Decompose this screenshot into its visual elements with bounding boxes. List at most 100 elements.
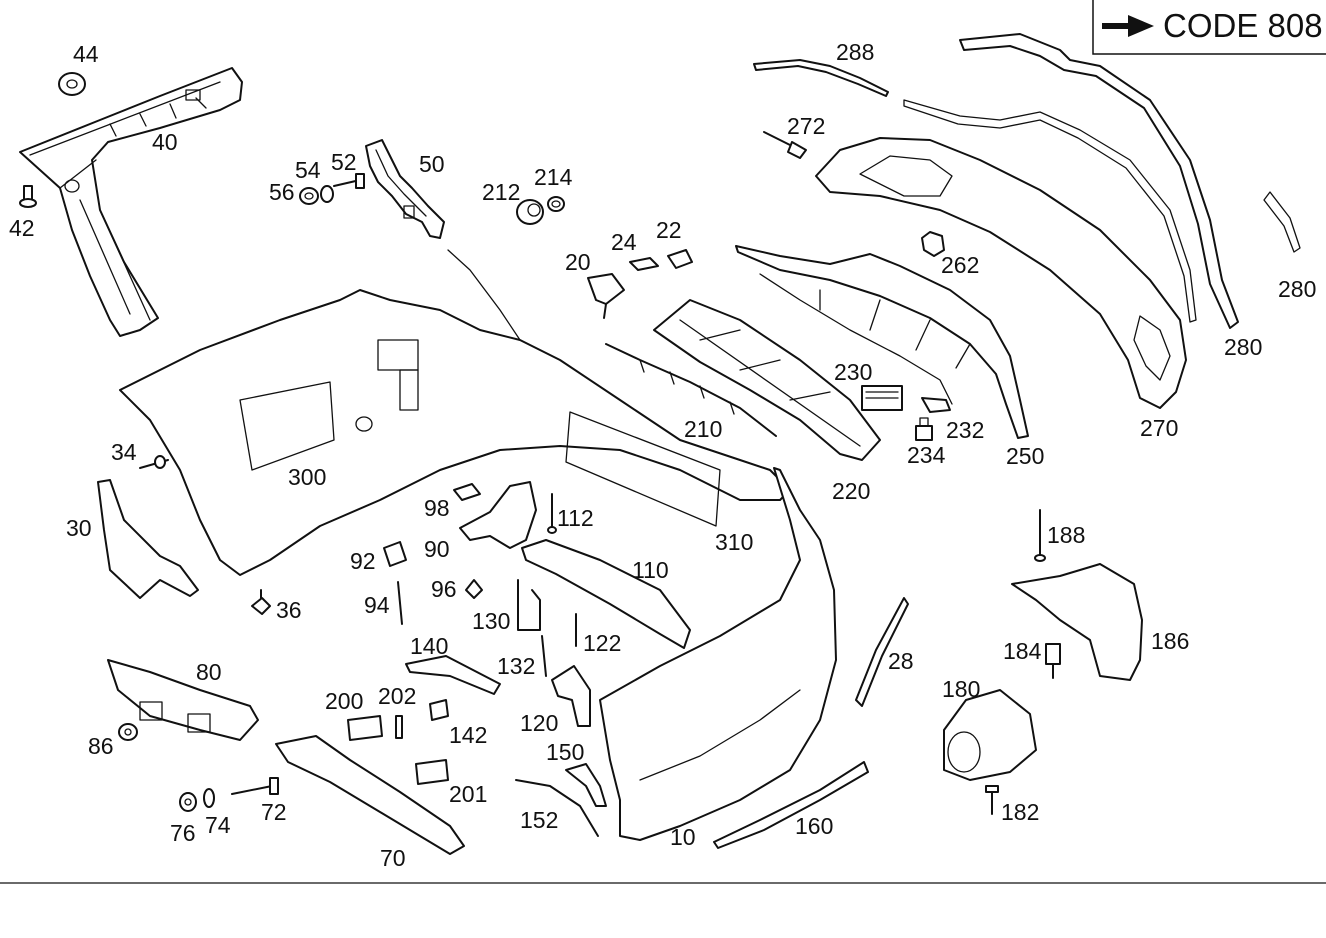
part-label-110: 110 xyxy=(632,557,669,583)
part-label-56: 56 xyxy=(269,179,295,205)
part-220-drawing xyxy=(653,299,881,461)
part-80-drawing xyxy=(107,659,259,741)
part-180-drawing xyxy=(943,689,1037,781)
part-label-184: 184 xyxy=(1003,638,1042,664)
part-label-310: 310 xyxy=(715,529,753,555)
part-86-drawing xyxy=(118,723,138,741)
part-40-drawing xyxy=(19,67,243,337)
code-box: CODE 808 xyxy=(1092,0,1326,55)
part-label-272: 272 xyxy=(787,113,825,139)
part-288-drawing xyxy=(753,59,889,97)
part-label-230: 230 xyxy=(834,359,872,385)
part-98-drawing xyxy=(453,483,481,501)
part-74-drawing xyxy=(203,788,215,808)
part-210-drawing xyxy=(605,343,777,437)
part-140-drawing xyxy=(405,655,501,695)
part-label-250: 250 xyxy=(1006,443,1044,469)
part-label-202: 202 xyxy=(378,683,416,709)
part-72-drawing xyxy=(231,777,279,795)
part-label-232: 232 xyxy=(946,417,984,443)
part-34-drawing xyxy=(139,455,169,469)
part-10-drawing xyxy=(599,467,837,841)
part-label-92: 92 xyxy=(350,548,376,574)
part-label-220: 220 xyxy=(832,478,870,504)
part-label-280-b: 280 xyxy=(1224,334,1262,360)
part-label-96: 96 xyxy=(431,576,457,602)
part-label-214: 214 xyxy=(534,164,573,190)
part-202-drawing xyxy=(395,715,403,739)
part-90-drawing xyxy=(459,481,537,549)
part-label-44: 44 xyxy=(73,41,99,67)
part-label-280-a: 280 xyxy=(1278,276,1316,302)
part-label-150: 150 xyxy=(546,739,584,765)
part-label-270: 270 xyxy=(1140,415,1178,441)
part-22-drawing xyxy=(667,249,693,269)
part-label-201: 201 xyxy=(449,781,487,807)
part-label-210: 210 xyxy=(684,416,722,442)
part-112-drawing xyxy=(547,493,557,534)
part-label-112: 112 xyxy=(557,505,594,531)
part-50-drawing xyxy=(365,139,445,239)
part-label-94: 94 xyxy=(364,592,390,618)
part-262-drawing xyxy=(921,231,945,257)
part-150-drawing xyxy=(565,763,607,807)
part-label-140: 140 xyxy=(410,633,448,659)
part-132-drawing xyxy=(541,635,547,677)
part-label-122: 122 xyxy=(583,630,621,656)
part-44-drawing xyxy=(58,72,86,96)
part-110-drawing xyxy=(521,539,691,649)
part-label-86: 86 xyxy=(88,733,114,759)
part-label-98: 98 xyxy=(424,495,450,521)
part-label-30: 30 xyxy=(66,515,92,541)
part-label-40: 40 xyxy=(152,129,178,155)
part-label-52: 52 xyxy=(331,149,357,175)
part-label-76: 76 xyxy=(170,820,196,846)
part-36-drawing xyxy=(251,589,271,615)
part-label-152: 152 xyxy=(520,807,558,833)
part-label-28: 28 xyxy=(888,648,914,674)
part-201-drawing xyxy=(415,759,449,785)
part-200-drawing xyxy=(347,715,383,741)
part-272-drawing xyxy=(763,131,807,159)
part-52-drawing xyxy=(333,173,365,189)
part-184-drawing xyxy=(1045,643,1061,679)
part-214-drawing xyxy=(547,196,565,212)
part-230-drawing xyxy=(861,385,903,411)
part-label-80: 80 xyxy=(196,659,222,685)
part-142-drawing xyxy=(429,699,449,721)
part-92-drawing xyxy=(383,541,407,567)
part-270-drawing xyxy=(815,137,1187,409)
part-232-drawing xyxy=(921,397,951,413)
part-188-drawing xyxy=(1034,509,1046,562)
part-280-lower-drawing xyxy=(903,99,1197,323)
part-label-24: 24 xyxy=(611,229,637,255)
part-label-34: 34 xyxy=(111,439,137,465)
part-label-74: 74 xyxy=(205,812,231,838)
part-212-drawing xyxy=(516,199,544,225)
part-94-drawing xyxy=(397,581,403,625)
part-76-drawing xyxy=(179,792,197,812)
part-label-186: 186 xyxy=(1151,628,1189,654)
part-234-drawing xyxy=(915,417,933,441)
part-186-drawing xyxy=(1011,563,1143,681)
part-label-36: 36 xyxy=(276,597,302,623)
part-130-drawing xyxy=(517,579,541,631)
part-24-drawing xyxy=(629,257,659,271)
part-28-drawing xyxy=(855,597,909,707)
part-label-22: 22 xyxy=(656,217,682,243)
part-label-50: 50 xyxy=(419,151,445,177)
part-56-drawing xyxy=(299,187,319,205)
part-labels: 44 40 42 54 52 56 50 212 214 288 272 24 … xyxy=(9,39,1316,871)
arrow-right-icon xyxy=(1102,15,1154,37)
part-label-10: 10 xyxy=(670,824,696,850)
part-54-drawing xyxy=(320,185,334,203)
part-70-drawing xyxy=(275,735,465,855)
part-label-72: 72 xyxy=(261,799,287,825)
part-label-262: 262 xyxy=(941,252,979,278)
part-label-212: 212 xyxy=(482,179,520,205)
part-label-42: 42 xyxy=(9,215,35,241)
part-label-188: 188 xyxy=(1047,522,1085,548)
part-30-drawing xyxy=(97,479,199,599)
part-label-20: 20 xyxy=(565,249,591,275)
